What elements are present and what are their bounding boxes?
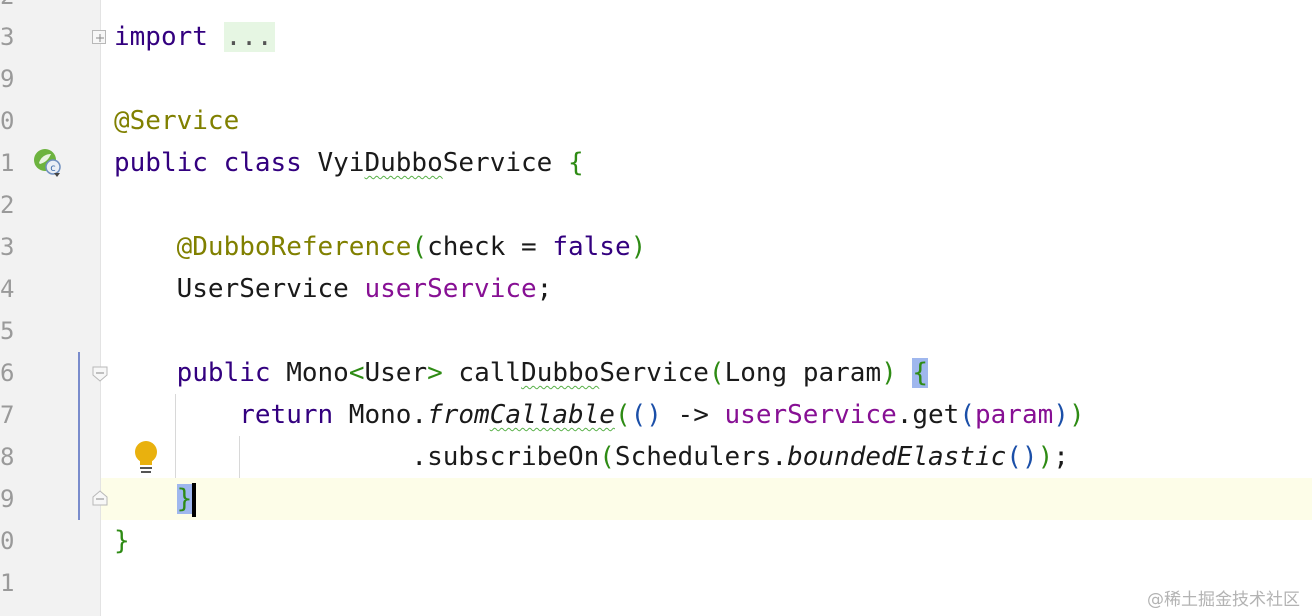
line-number: 8 [0,443,15,471]
line-number: 0 [0,107,15,135]
fold-imports-button[interactable] [92,30,106,44]
current-line-highlight [101,478,1312,520]
matched-brace-open: { [912,358,929,388]
fold-method-end-button[interactable] [92,490,108,506]
line-number: 5 [0,317,15,345]
code-line-method-signature[interactable]: public Mono<User> callDubboService(Long … [176,358,929,388]
code-line-class-close[interactable]: } [114,526,130,556]
line-number: 2 [0,0,20,17]
code-line-class-declaration[interactable]: public class VyiDubboService { [114,148,584,178]
folded-imports-badge[interactable]: ... [223,22,275,52]
typo-underline: Dubbo [364,148,443,178]
code-line-subscribe-on[interactable]: .subscribeOn(Schedulers.boundedElastic()… [411,442,1069,472]
line-number: 4 [0,275,15,303]
line-number: 1 [0,569,15,597]
editor-gutter [0,0,101,616]
code-line-service-annotation[interactable]: @Service [114,106,240,136]
line-number: 2 [0,191,15,219]
code-line-dubbo-reference[interactable]: @DubboReference(check = false) [176,232,647,262]
line-number: 9 [0,485,15,513]
line-number: 6 [0,359,15,387]
line-number: 7 [0,401,15,429]
lightbulb-icon[interactable] [132,440,160,476]
method-scope-marker [78,352,80,520]
line-number: 0 [0,527,15,555]
fold-method-start-button[interactable] [92,366,108,382]
line-number: 1 [0,149,15,177]
indent-guide [175,394,176,478]
code-line-method-close[interactable]: } [114,478,197,520]
code-line-import[interactable]: import ... [114,22,275,52]
typo-underline: Callable [489,400,615,430]
watermark: @稀土掘金技术社区 [1147,590,1300,610]
line-number: 9 [0,65,15,93]
code-line-field[interactable]: UserService userService; [176,274,553,304]
svg-text:c: c [50,163,56,174]
text-caret [192,482,197,517]
typo-underline: Dubbo [521,358,600,388]
line-number: 3 [0,23,15,51]
matched-brace-close: } [176,484,193,514]
indent-guide [239,436,240,478]
code-line-return[interactable]: return Mono.fromCallable(() -> userServi… [239,400,1085,430]
spring-bean-icon[interactable]: c [33,148,63,178]
line-number: 3 [0,233,15,261]
